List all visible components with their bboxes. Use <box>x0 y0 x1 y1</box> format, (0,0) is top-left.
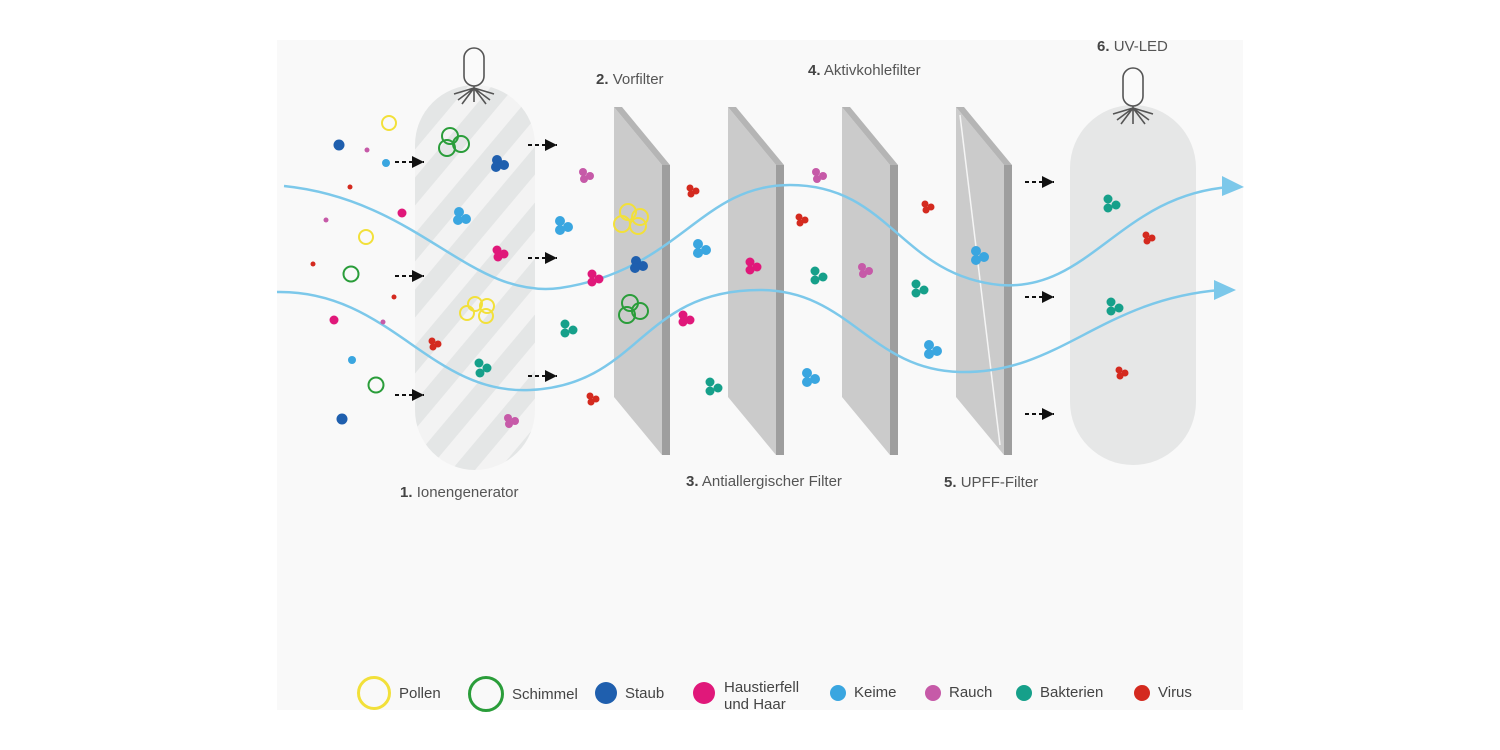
airflow-arrowhead-lower <box>1214 280 1236 300</box>
pre-filter <box>614 107 670 455</box>
pet-hair-dot-icon <box>693 682 715 704</box>
legend-item-keime: Keime <box>830 684 897 701</box>
legend-item-rauch: Rauch <box>925 684 992 701</box>
legend-label: Bakterien <box>1040 684 1104 701</box>
stage-name: Vorfilter <box>612 71 664 88</box>
stage-name: Ionengenerator <box>416 484 519 501</box>
legend-item-virus: Virus <box>1134 684 1192 701</box>
legend-label-haustierfell: Haustierfell und Haar <box>724 679 799 713</box>
antiallergic-filter <box>728 107 784 455</box>
legend-label: Virus <box>1158 684 1192 701</box>
bacteria-dot-icon <box>1016 684 1032 701</box>
dust-dot-icon <box>595 682 617 704</box>
legend-item-haustierfell <box>693 682 723 704</box>
upff-filter <box>956 107 1012 455</box>
airflow-arrowhead-upper <box>1222 176 1244 196</box>
legend-label-line: Haustierfell <box>724 679 800 696</box>
legend-label: Rauch <box>949 684 993 701</box>
stage-number: 6. <box>1097 38 1110 55</box>
airflow-wave-lower <box>276 288 1221 392</box>
stage-label-upff-filter: 5. UPFF-Filter <box>944 474 1038 491</box>
legend-item-bakterien: Bakterien <box>1016 684 1103 701</box>
stage-label-antiallergischer-filter: 3. Antiallergischer Filter <box>686 473 842 490</box>
legend-item-schimmel: Schimmel <box>468 676 578 712</box>
stage-number: 4. <box>808 62 821 79</box>
virus-dot-icon <box>1134 684 1150 701</box>
flow-arrows <box>395 139 1054 420</box>
stage-label-vorfilter: 2. Vorfilter <box>596 71 664 88</box>
legend-item-staub: Staub <box>595 682 664 704</box>
stage-number: 2. <box>596 71 609 88</box>
uv-led-icon <box>1112 67 1154 125</box>
germs-dot-icon <box>830 684 846 701</box>
stage-number: 3. <box>686 473 699 490</box>
particle-clusters <box>428 127 1156 428</box>
mold-ring-icon <box>468 676 504 712</box>
legend-label: Staub <box>625 684 665 702</box>
legend-label: Schimmel <box>512 685 578 703</box>
stage-number: 1. <box>400 484 413 501</box>
stage-name: Aktivkohlefilter <box>823 62 921 79</box>
legend-label: Keime <box>854 684 897 701</box>
stage-label-uv-led: 6. UV-LED <box>1097 38 1168 55</box>
activated-carbon-filter <box>842 107 898 455</box>
legend-item-pollen: Pollen <box>357 676 441 710</box>
stage-number: 5. <box>944 474 957 491</box>
legend-label: Pollen <box>399 684 441 702</box>
ion-emitter-icon <box>453 47 495 105</box>
airflow-wave-upper <box>283 183 1231 291</box>
uv-led-capsule <box>1070 105 1196 465</box>
stage-name: UPFF-Filter <box>960 474 1039 491</box>
incoming-particles <box>310 115 407 425</box>
stage-label-ionengenerator: 1. Ionengenerator <box>400 484 518 501</box>
pollen-ring-icon <box>357 676 391 710</box>
legend-label-line: und Haar <box>724 696 786 713</box>
smoke-dot-icon <box>925 684 941 701</box>
stage-name: UV-LED <box>1113 38 1168 55</box>
stage-name: Antiallergischer Filter <box>701 473 842 490</box>
ion-generator-capsule <box>415 85 535 470</box>
stage-label-aktivkohlefilter: 4. Aktivkohlefilter <box>808 62 921 79</box>
